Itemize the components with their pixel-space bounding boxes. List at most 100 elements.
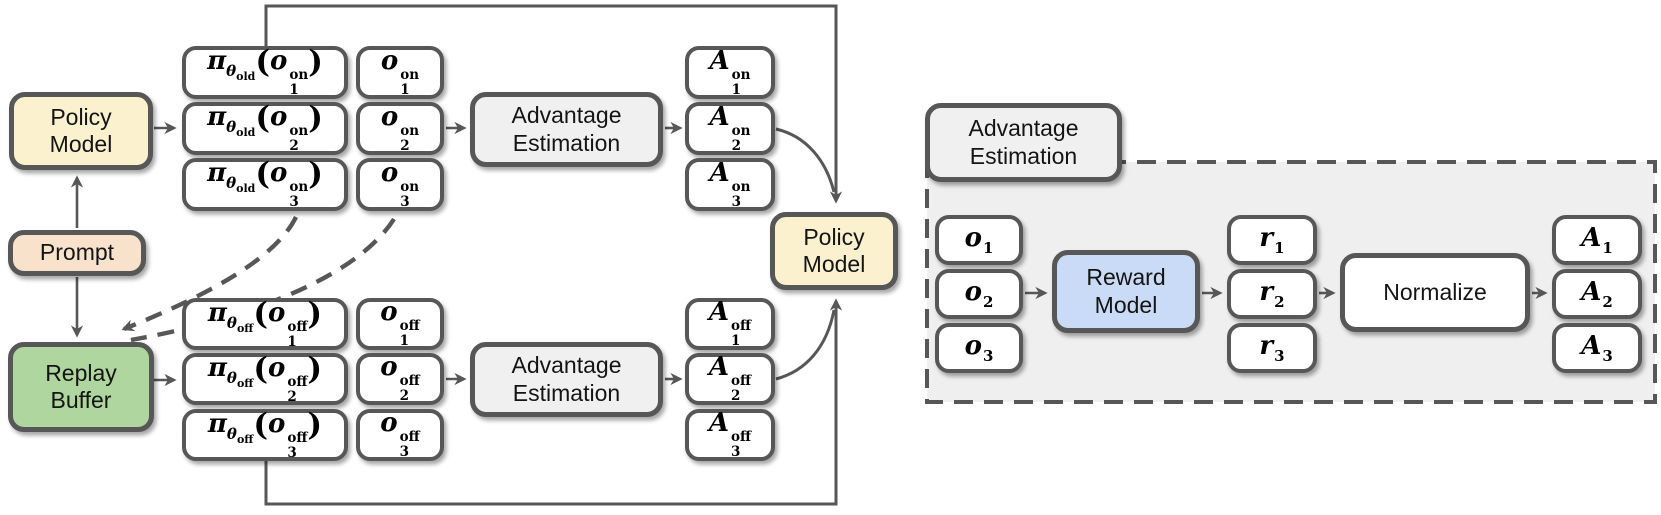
o-symbol: o	[380, 45, 399, 76]
r2-box: r2	[1227, 269, 1317, 319]
o-symbol: o	[380, 352, 398, 383]
o3-expr: o3	[965, 333, 994, 364]
pi-symbol: π	[207, 158, 227, 189]
idx-sub: 1	[1274, 238, 1285, 257]
o1-box: o1	[935, 215, 1023, 265]
a3-expr: A3	[1581, 333, 1613, 364]
pi-symbol: π	[207, 46, 227, 77]
a-symbol: A	[708, 352, 730, 383]
r1-box: r1	[1227, 215, 1317, 265]
rollout-to-replay-dashed-arrow	[121, 216, 298, 332]
advantage-on-to-policy-curve	[775, 127, 836, 193]
o2-box: o2	[935, 269, 1023, 319]
o-symbol: o	[964, 330, 982, 361]
idx-sub: 3	[982, 346, 994, 365]
pi-symbol: π	[207, 408, 227, 439]
theta-off-sub: θoff	[226, 313, 254, 335]
theta-off-sub: θoff	[226, 368, 254, 390]
pi-symbol: π	[207, 297, 227, 328]
o-symbol: o	[964, 222, 982, 253]
idx-sub: 1	[982, 238, 994, 257]
policy-model-line1: Policy	[50, 103, 112, 130]
o-symbol: o	[270, 102, 288, 133]
a1-expr: A1	[1581, 225, 1613, 256]
a-symbol: A	[708, 297, 730, 328]
o-symbol: o	[380, 157, 399, 188]
idx-sub: 3	[1274, 346, 1285, 365]
normalize-label: Normalize	[1383, 278, 1487, 305]
a-symbol: A	[1581, 276, 1602, 307]
off-rollouts-to-policy-rail	[264, 298, 843, 506]
idx-sub: 3	[1602, 346, 1613, 365]
a2-box: A2	[1552, 269, 1642, 319]
o-symbol: o	[267, 408, 286, 439]
o-symbol: o	[380, 408, 398, 439]
advantage-off-to-policy-curve	[775, 309, 836, 381]
o3-box: o3	[935, 323, 1023, 373]
a3-box: A3	[1552, 323, 1642, 373]
a-symbol: A	[708, 408, 730, 439]
pi-symbol: π	[207, 352, 227, 383]
a-symbol: A	[1581, 330, 1602, 361]
o1-expr: o1	[965, 225, 994, 256]
r3-expr: r3	[1259, 333, 1284, 364]
o2-expr: o2	[965, 279, 994, 310]
a1-box: A1	[1552, 215, 1642, 265]
o-symbol: o	[267, 352, 286, 383]
o-symbol: o	[380, 297, 398, 328]
theta-old-sub: θold	[226, 62, 256, 84]
a-symbol: A	[1581, 222, 1602, 253]
idx-sub: 2	[982, 292, 994, 311]
r-symbol: r	[1259, 222, 1274, 253]
prompt-box: Prompt	[8, 230, 146, 276]
r1-expr: r1	[1259, 225, 1284, 256]
